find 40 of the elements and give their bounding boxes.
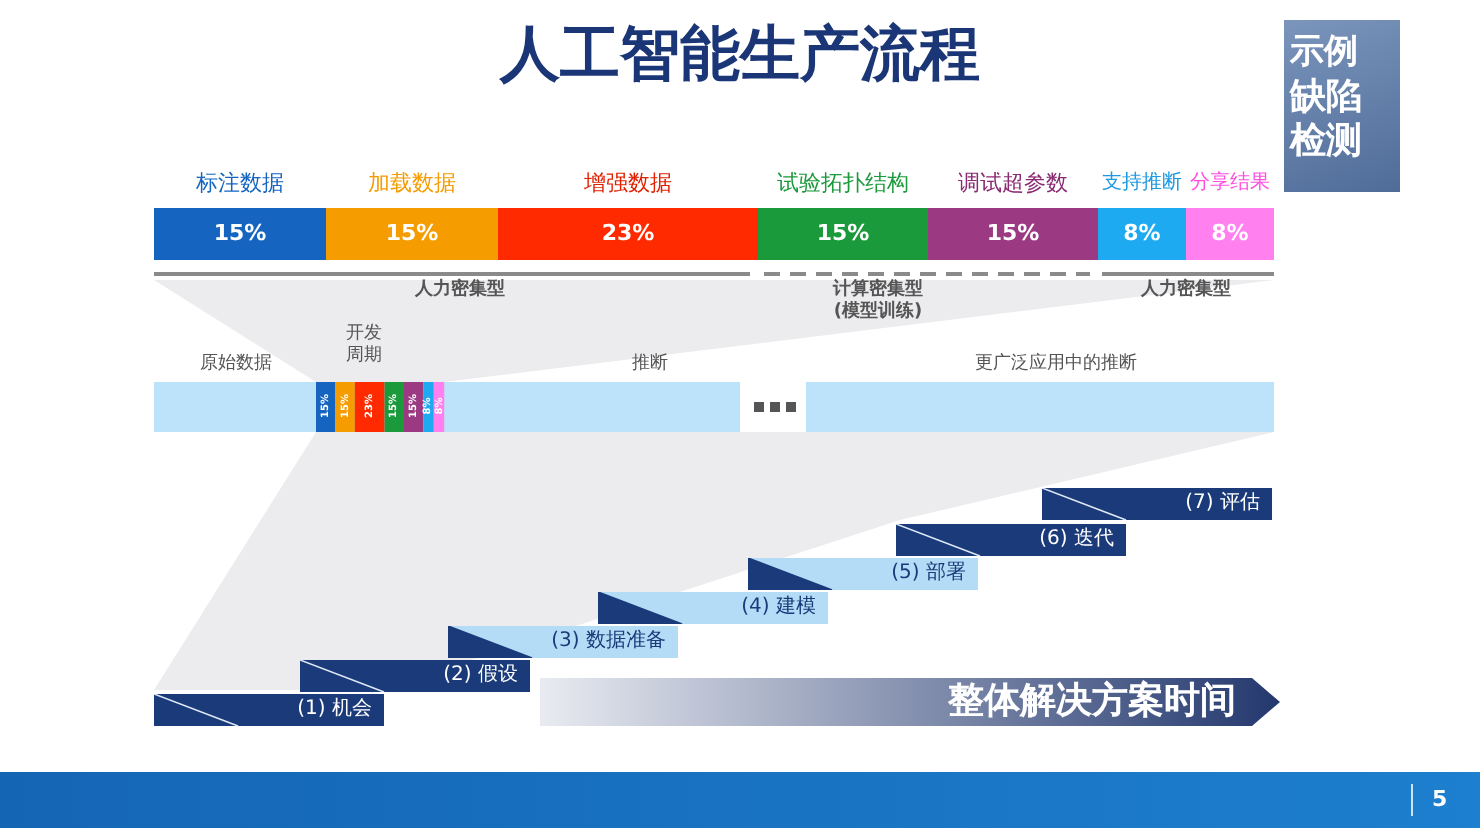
step-bar <box>448 626 678 658</box>
step-label: (3) 数据准备 <box>551 627 666 656</box>
bar-segment: 15% <box>326 208 498 260</box>
segment-heading: 加载数据 <box>366 168 458 198</box>
band-label: 人力密集型 <box>413 280 507 302</box>
segment-heading: 分享结果 <box>1188 169 1272 196</box>
bar-segment: 15% <box>758 208 928 260</box>
step-label: (1) 机会 <box>297 695 372 724</box>
bar-segment: 8% <box>1186 208 1274 260</box>
band-label: 计算密集型(模型训练) <box>830 280 925 324</box>
step-label: (5) 部署 <box>891 559 966 588</box>
step-bar <box>1042 488 1272 520</box>
bar-segment: 15% <box>928 208 1098 260</box>
bar-segment: 15% <box>154 208 326 260</box>
segment-heading: 标注数据 <box>194 168 286 198</box>
page-number: 5 <box>1432 784 1448 816</box>
bar-segment: 23% <box>498 208 758 260</box>
step-label: (2) 假设 <box>443 662 518 690</box>
bar-segment: 8% <box>1098 208 1186 260</box>
photo-card <box>1284 20 1400 192</box>
row-label: 开发周期 <box>344 324 384 368</box>
segment-heading: 调试超参数 <box>956 168 1070 198</box>
step-label: (6) 迭代 <box>1039 525 1114 554</box>
row-label: 更广泛应用中的推断 <box>973 354 1139 376</box>
step-bar <box>154 694 384 726</box>
row-label: 原始数据 <box>198 354 274 376</box>
step-bar <box>896 524 1126 556</box>
title: 人工智能生产流程 <box>497 18 982 94</box>
card-text: 缺陷检测 <box>1290 76 1364 164</box>
step-label: (4) 建模 <box>741 593 816 622</box>
step-bar <box>598 592 828 624</box>
segment-heading: 支持推断 <box>1100 169 1184 196</box>
step-label: (7) 评估 <box>1185 490 1260 518</box>
arrow-label: 整体解决方案时间 <box>948 678 1236 726</box>
segment-heading: 试验拓扑结构 <box>775 168 911 198</box>
step-bar <box>748 558 978 590</box>
row-label: 推断 <box>630 354 670 376</box>
band-label: 人力密集型 <box>1139 280 1233 302</box>
card-text: 示例 <box>1290 30 1360 76</box>
segment-heading: 增强数据 <box>582 168 674 198</box>
